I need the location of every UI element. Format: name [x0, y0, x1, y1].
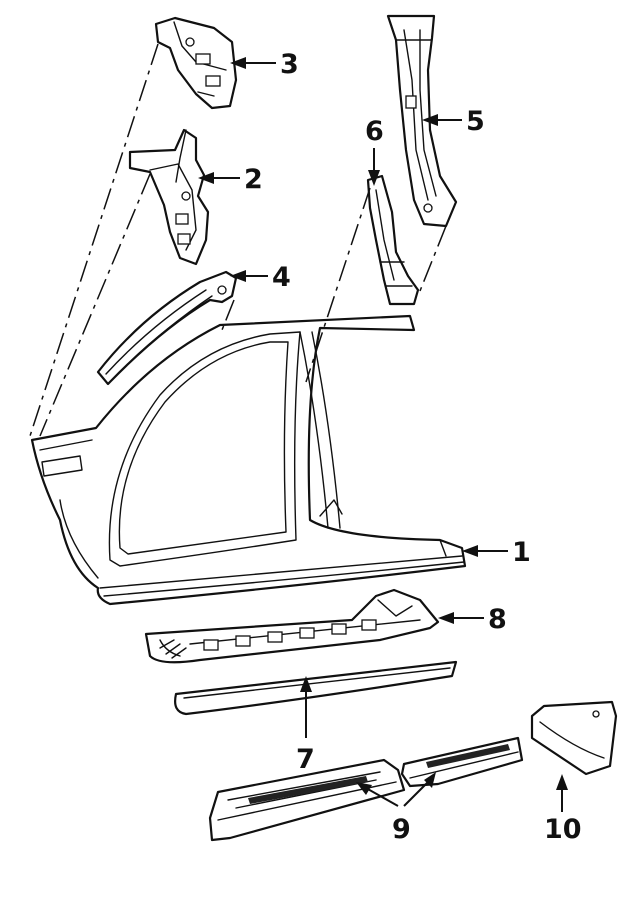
part-3-hinge-reinforcement — [154, 16, 238, 110]
assembly-reference-lines — [29, 43, 447, 437]
callout-7: 7 — [296, 744, 315, 775]
part-9-rear-scuff-plate — [400, 736, 524, 788]
callout-4: 4 — [272, 262, 291, 293]
part-7-rocker-molding — [174, 660, 458, 716]
callout-8: 8 — [488, 604, 507, 635]
callout-6: 6 — [365, 116, 384, 147]
callout-9: 9 — [392, 814, 411, 845]
part-1-side-frame — [30, 314, 467, 606]
callout-5: 5 — [466, 106, 485, 137]
callout-1: 1 — [512, 537, 531, 568]
part-10-kick-trim — [530, 700, 618, 776]
part-6-b-pillar-inner — [366, 174, 420, 306]
callout-10: 10 — [544, 814, 582, 845]
part-5-b-pillar — [386, 14, 458, 228]
part-9-front-scuff-plate — [208, 758, 406, 842]
part-8-rocker-reinforcement — [144, 588, 440, 664]
callout-3: 3 — [280, 49, 299, 80]
callout-2: 2 — [244, 164, 263, 195]
leader-lines — [198, 57, 568, 812]
part-2-pillar-bracket — [128, 128, 210, 266]
part-4-roof-rail — [96, 270, 238, 386]
